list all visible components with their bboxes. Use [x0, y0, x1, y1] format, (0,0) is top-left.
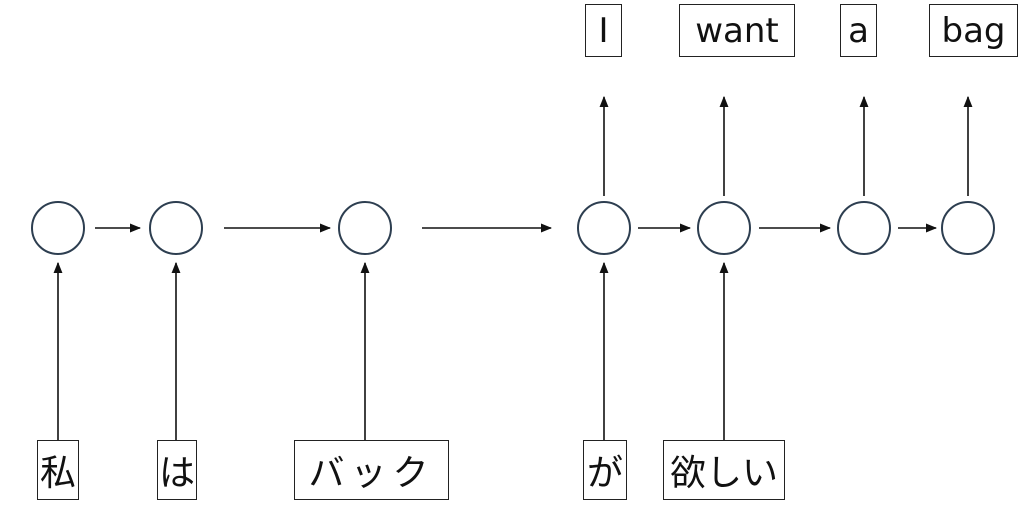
- hidden-node-6: [837, 201, 891, 255]
- output-token-box: a: [840, 4, 877, 57]
- output-token-label: I: [598, 10, 609, 51]
- hidden-state-nodes: [31, 201, 995, 255]
- input-token-label: 私: [39, 453, 76, 494]
- input-token-label: 欲しい: [669, 453, 778, 494]
- output-token-box: I: [585, 4, 622, 57]
- input-token-label: が: [586, 453, 623, 494]
- output-token-label: bag: [941, 10, 1006, 51]
- input-token-label: バック: [308, 453, 435, 494]
- output-token-box: bag: [929, 4, 1018, 57]
- hidden-node-7: [941, 201, 995, 255]
- input-token-box: 私: [37, 440, 79, 500]
- hidden-node-5: [697, 201, 751, 255]
- hidden-node-3: [338, 201, 392, 255]
- input-token-box: は: [157, 440, 197, 500]
- hidden-node-2: [149, 201, 203, 255]
- input-token-box: が: [583, 440, 627, 500]
- output-token-label: a: [848, 10, 869, 51]
- input-token-label: は: [158, 453, 195, 494]
- output-token-label: want: [695, 10, 779, 51]
- hidden-node-1: [31, 201, 85, 255]
- output-arrows: [599, 95, 973, 196]
- input-arrows: [53, 261, 729, 440]
- hidden-node-4: [577, 201, 631, 255]
- input-token-box: バック: [294, 440, 449, 500]
- input-token-box: 欲しい: [663, 440, 785, 500]
- output-token-box: want: [679, 4, 795, 57]
